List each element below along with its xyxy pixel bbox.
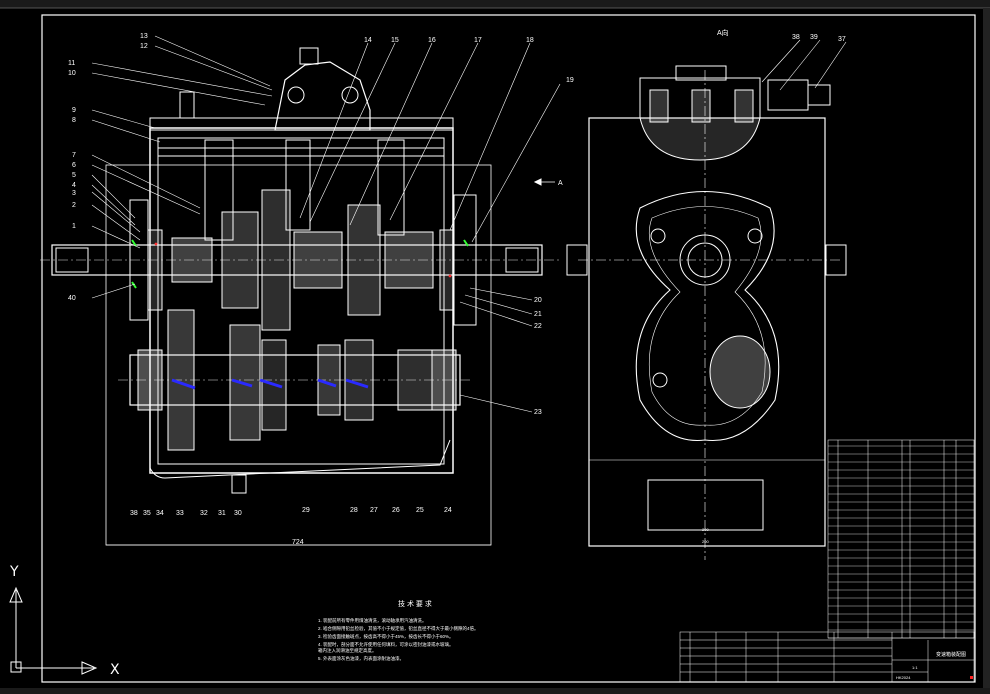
drawing-scale: 1:1	[912, 665, 918, 670]
leader-num-4: 4	[72, 182, 76, 189]
leader-num-39: 39	[810, 34, 818, 41]
leader-num-22: 22	[534, 323, 542, 330]
tech-req-title: 技 术 要 求	[398, 599, 432, 608]
leader-num-35: 35	[143, 510, 151, 517]
tech-req-line-1: 1. 装配前所有零件用煤油清洗，滚动轴承用汽油清洗。	[318, 617, 427, 624]
parts-list	[827, 439, 975, 639]
scrollbar-right[interactable]	[983, 8, 990, 688]
tech-req-line-6: 5. 外表面涂灰色油漆，内表面涂耐油油漆。	[318, 655, 404, 662]
leader-num-24: 24	[444, 507, 452, 514]
leader-num-27: 27	[370, 507, 378, 514]
leader-lines	[91, 35, 561, 413]
leader-num-7: 7	[72, 152, 76, 159]
leader-num-5: 5	[72, 172, 76, 179]
tech-req-line-2: 2. 啮合侧隙用铅丝检验，其值不小于规定值，铅丝直径不得大于最小侧隙的4倍。	[318, 625, 479, 632]
side-view	[566, 65, 847, 560]
drawing-border	[41, 14, 976, 683]
leader-num-6: 6	[72, 162, 76, 169]
leader-num-20: 20	[534, 297, 542, 304]
title-block	[679, 631, 975, 683]
ucs-icon	[9, 586, 98, 675]
leader-num-21: 21	[534, 311, 542, 318]
leader-num-19: 19	[566, 77, 574, 84]
leader-num-38: 38	[792, 34, 800, 41]
side-dim-1: 200	[702, 527, 709, 532]
leader-num-2: 2	[72, 202, 76, 209]
parts-list-rows	[828, 445, 974, 639]
leader-num-1: 1	[72, 223, 76, 230]
leader-num-9: 9	[72, 107, 76, 114]
leader-num-14: 14	[364, 37, 372, 44]
window-top-edge	[0, 0, 990, 8]
leader-num-31: 31	[218, 510, 226, 517]
leader-num-16: 16	[428, 37, 436, 44]
leader-num-10: 10	[68, 70, 76, 77]
leader-num-25: 25	[416, 507, 424, 514]
red-marker	[970, 676, 973, 679]
leader-num-30: 30	[234, 510, 242, 517]
leader-num-15: 15	[391, 37, 399, 44]
leader-num-37: 37	[838, 36, 846, 43]
side-dim-2: 200	[702, 539, 709, 544]
tech-req-line-4: 4. 装配时，剖分面不允许使用任何填料，可涂以密封油漆或水玻璃。	[318, 641, 454, 648]
a-arrow-label: A	[558, 180, 563, 187]
drawing-code: HK2024	[896, 675, 911, 680]
leader-num-33: 33	[176, 510, 184, 517]
tech-req-line-5: 箱内注入润滑油至规定高度。	[318, 647, 377, 654]
tech-req-line-3: 3. 检验齿面接触斑点，按齿高不得小于45%，按齿长不得小于60%。	[318, 633, 454, 640]
leader-num-18: 18	[526, 37, 534, 44]
status-strip-bottom[interactable]	[0, 688, 990, 694]
section-view	[40, 47, 560, 546]
leader-num-38b: 38	[130, 510, 138, 517]
ucs-x-label: X	[110, 662, 120, 678]
leader-num-13: 13	[140, 33, 148, 40]
view-label: A向	[717, 28, 729, 37]
leader-num-32: 32	[200, 510, 208, 517]
leader-num-26: 26	[392, 507, 400, 514]
side-leaders	[761, 39, 847, 91]
leader-num-12: 12	[140, 43, 148, 50]
leader-num-3: 3	[72, 190, 76, 197]
leader-num-11: 11	[68, 60, 75, 67]
leader-num-40: 40	[68, 295, 76, 302]
leader-num-28: 28	[350, 507, 358, 514]
leader-num-29: 29	[302, 507, 310, 514]
leader-num-23: 23	[534, 409, 542, 416]
leader-num-8: 8	[72, 117, 76, 124]
leader-num-17: 17	[474, 37, 482, 44]
leader-num-34: 34	[156, 510, 164, 517]
ucs-y-label: Y	[9, 564, 19, 580]
drawing-name: 变速箱装配图	[936, 651, 966, 658]
overall-width-dim: 724	[292, 539, 304, 546]
